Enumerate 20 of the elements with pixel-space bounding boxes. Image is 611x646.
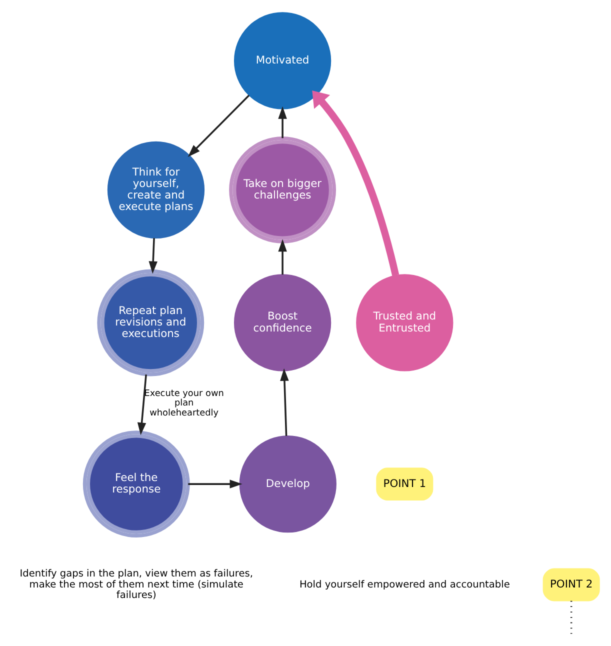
node-circle: Boost confidence — [234, 274, 332, 371]
node-box: POINT 1 — [376, 467, 434, 500]
arrow — [278, 106, 287, 138]
arrow — [148, 238, 158, 274]
arrow — [280, 368, 289, 436]
node-circle: Develop — [239, 434, 336, 532]
node-circle: Feel the response — [82, 430, 190, 538]
node-circle: Trusted and Entrusted — [356, 274, 454, 371]
arrow — [188, 479, 242, 488]
label: Hold yourself empowered and accountable — [299, 578, 510, 590]
node-circle: Take on bigger challenges — [229, 136, 336, 243]
arrow — [312, 90, 400, 276]
arrow — [278, 238, 287, 274]
arrow — [137, 374, 147, 435]
edge-label: Execute your own plan wholeheartedly — [144, 388, 224, 418]
label: Identify gaps in the plan, view them as failures, make the most of them next time (simulate failures) — [20, 568, 253, 600]
node-box: POINT 2 — [542, 568, 600, 601]
arrow — [188, 94, 250, 156]
node-circle: Think for yourself, create and execute plans — [107, 140, 205, 238]
node-circle: Repeat plan revisions and executions — [97, 268, 204, 376]
